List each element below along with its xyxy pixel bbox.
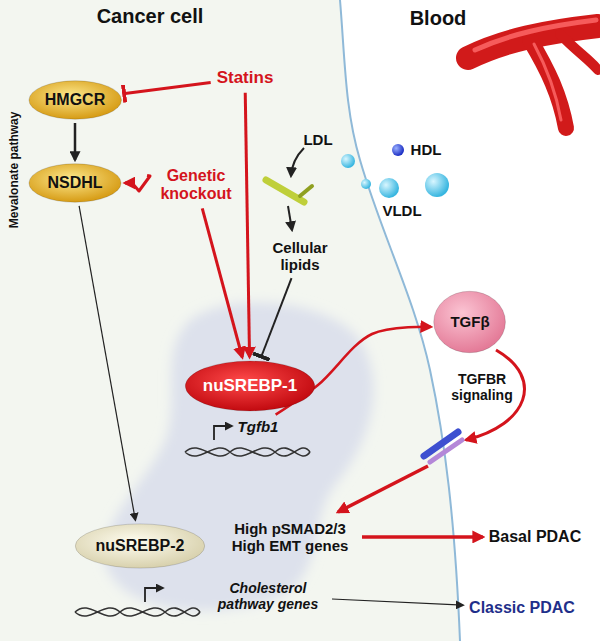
ellipse-node: NSDHL <box>28 163 122 203</box>
text-label: LDL <box>303 131 332 148</box>
node-text: Classic PDAC <box>469 599 575 617</box>
lipid-arrow <box>288 206 292 230</box>
cholesterol-promoter-arrow <box>145 588 163 602</box>
node-text: nuSREBP-2 <box>96 537 185 555</box>
node-text: nuSREBP-1 <box>203 376 297 396</box>
text-label: Blood <box>410 7 467 30</box>
text-node: Tgfb1 <box>235 416 282 437</box>
dna-helix <box>75 608 200 616</box>
ellipse-node: nuSREBP-1 <box>184 360 316 412</box>
node-text: Basal PDAC <box>489 528 581 546</box>
connector-arrow <box>261 278 292 357</box>
ellipse-node: nuSREBP-2 <box>74 523 206 569</box>
text-node: Genetic knockout <box>150 165 242 206</box>
ldl-uptake-arrow <box>291 148 304 176</box>
text-label: HDL <box>411 141 442 158</box>
ellipse-node: TGFβ <box>433 290 506 354</box>
text-label: Mevalonate pathway <box>8 112 22 229</box>
node-text: TGFβ <box>450 313 489 330</box>
ellipse-node: HMGCR <box>28 80 122 120</box>
node-text: HMGCR <box>45 91 105 109</box>
node-text: Statins <box>217 68 274 88</box>
connector-arrow <box>79 206 135 520</box>
tgfb-receptor <box>424 432 462 462</box>
text-node: Cholesterol pathway genes <box>207 578 329 614</box>
text-node: High pSMAD2/3 High EMT genes <box>221 518 359 557</box>
tgfb1-promoter-arrow <box>214 426 232 440</box>
dna-helix <box>185 448 310 456</box>
blood-vessel <box>468 20 598 128</box>
ldl-receptor <box>266 180 312 202</box>
text-label: VLDL <box>382 202 421 219</box>
connector-arrow <box>123 82 211 93</box>
smad-signal-arrow <box>338 466 428 512</box>
node-text: High pSMAD2/3 High EMT genes <box>224 520 356 555</box>
node-text: Tgfb1 <box>238 418 279 435</box>
text-node: Basal PDAC <box>486 526 584 548</box>
connector-arrow <box>74 123 77 160</box>
text-node: Statins <box>214 66 277 90</box>
text-node: Classic PDAC <box>466 597 578 619</box>
connector-arrow <box>125 175 150 191</box>
connector-arrow <box>362 535 483 539</box>
cell-cytoplasm <box>0 0 460 641</box>
text-label: Cancer cell <box>97 5 204 28</box>
connector-arrow <box>332 599 463 605</box>
node-text: Cellular lipids <box>262 239 338 274</box>
node-text: Genetic knockout <box>153 167 239 204</box>
node-text: NSDHL <box>47 174 102 192</box>
node-text: Cholesterol pathway genes <box>210 580 326 612</box>
text-label: TGFBR signaling <box>442 371 522 403</box>
connector-arrow <box>245 93 249 357</box>
connector-arrow <box>202 208 242 357</box>
text-node: Cellular lipids <box>259 237 341 276</box>
